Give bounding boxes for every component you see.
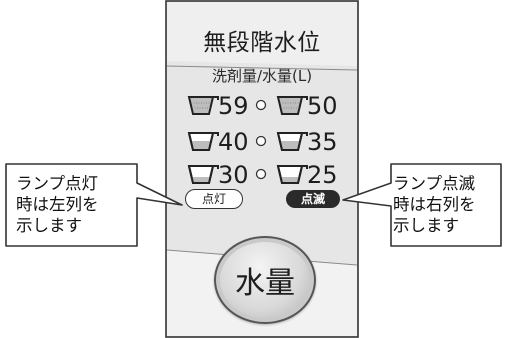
left-callout-text: ランプ点灯 時は左列を 示します xyxy=(16,173,99,236)
cup-icon-row2-left xyxy=(187,132,219,151)
left-callout-line1: ランプ点灯 xyxy=(16,174,99,193)
lamp-on-label: 点灯 xyxy=(185,189,243,209)
water-level-button-label: 水量 xyxy=(235,266,295,301)
right-callout-line3: 示します xyxy=(393,216,459,235)
indicator-lamp-row1 xyxy=(255,99,267,111)
right-callout-line2: 時は右列を xyxy=(393,195,476,214)
panel-title: 無段階水位 xyxy=(203,30,321,56)
level-row2-right: 35 xyxy=(307,128,338,156)
panel-top-band xyxy=(167,2,357,66)
right-callout-line1: ランプ点滅 xyxy=(393,174,476,193)
panel-divider-top xyxy=(166,65,358,71)
indicator-lamp-row3 xyxy=(255,168,267,180)
left-callout-line3: 示します xyxy=(16,216,82,235)
cup-icon-row1-left xyxy=(187,96,219,115)
indicator-lamp-row2 xyxy=(255,135,267,147)
lamp-blink-label: 点滅 xyxy=(286,190,340,208)
level-row1-right: 50 xyxy=(307,92,338,120)
right-callout-text: ランプ点滅 時は右列を 示します xyxy=(393,173,476,236)
level-row3-left: 30 xyxy=(218,161,249,189)
right-callout-bubble xyxy=(342,163,502,247)
level-row1-left: 59 xyxy=(218,92,249,120)
water-level-button[interactable]: 水量 xyxy=(214,236,316,324)
left-callout-bubble xyxy=(5,163,183,247)
left-callout-line2: 時は左列を xyxy=(16,195,99,214)
cup-icon-row3-right xyxy=(276,165,308,184)
panel-subtitle: 洗剤量/水量(L) xyxy=(211,67,313,85)
level-row3-right: 25 xyxy=(307,161,338,189)
cup-icon-row2-right xyxy=(276,132,308,151)
level-row2-left: 40 xyxy=(218,128,249,156)
cup-icon-row1-right xyxy=(276,96,308,115)
cup-icon-row3-left xyxy=(187,165,219,184)
